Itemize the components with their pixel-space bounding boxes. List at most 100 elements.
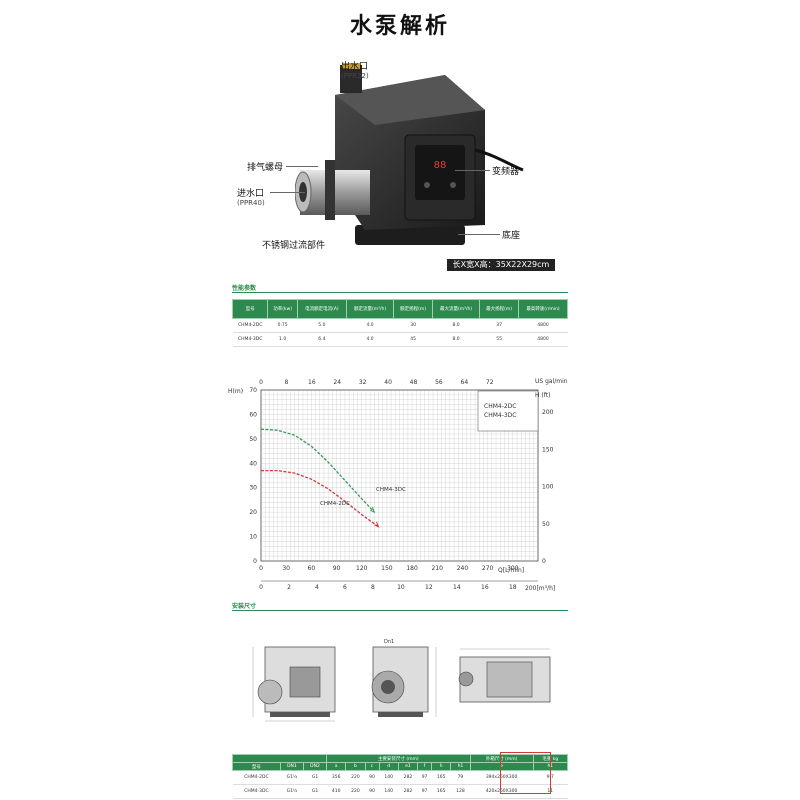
install-header-cell: c [364,762,380,771]
m3h-tick-label: 12 [425,584,433,591]
curve-annotation: CHM4-2DC [320,501,350,507]
chart-legend-box [477,390,539,432]
perf-cell: 4.0 [346,332,394,347]
packing-size-highlight [500,752,551,794]
install-header-cell: b [345,762,366,771]
inverter-label: 变频器 [492,167,520,177]
perf-cell: 1.0 [267,332,298,347]
x-tick-label: 120 [356,565,368,572]
install-cell: 140 [379,784,399,799]
perf-cell: 4800 [518,318,568,333]
install-cell: 394x260X300 [470,770,534,785]
install-cell: G1 [303,784,327,799]
m3h-tick-label: 16 [481,584,489,591]
perf-cell: 5.0 [297,318,347,333]
install-cell: CHM4-3DC [232,784,281,799]
install-cell: 282 [398,784,418,799]
install-cell: 410 [326,784,346,799]
install-cell: 79 [450,770,471,785]
x-tick-label: 180 [406,565,418,572]
install-header-cell: a [326,762,347,771]
perf-header-cell: 最高转速(r/min) [518,299,568,319]
install-section-title: 安装尺寸 [232,603,257,610]
page-title: 水泵解析 [349,14,450,39]
size-badge: 长X宽X高：35X22X29cm [447,259,555,271]
x-tick-label: 240 [457,565,469,572]
base-label: 底座 [502,231,521,241]
install-group-blank [231,754,328,763]
gal-tick-label: 72 [486,379,494,386]
top-axis-label: US gal/min [535,378,568,385]
top-view-drawing [458,648,551,703]
x-tick-label: 150 [381,565,393,572]
perf-header-cell: 型号 [231,299,269,319]
install-cell: 220 [345,784,366,799]
gal-tick-label: 40 [384,379,392,386]
gal-tick-label: 24 [333,379,341,386]
install-header-cell: f [417,762,433,771]
perf-cell: 6.4 [297,332,347,347]
x-axis-label: Q[L/min] [498,567,524,574]
series-line-CHM4-3DC [260,428,375,513]
m3h-tick-label: 2 [287,584,291,591]
side-view-drawing: Dn1 [371,639,437,717]
x-tick-label: 60 [308,565,316,572]
perf-header-cell: 最大流量(m³/h) [431,299,481,319]
series-arrow [374,521,380,528]
x-tick-label: 30 [282,565,290,572]
m3h-tick-label: 14 [453,584,461,591]
m3h-tick-label: 10 [397,584,405,591]
perf-cell: 4800 [518,332,568,347]
m3h-tick-label: 18 [509,584,517,591]
ft-tick-label: 0 [542,558,546,565]
legend-entry: CHM4-3DC [484,412,517,419]
perf-cell: 0.75 [267,318,298,333]
series-arrow [370,506,376,514]
gal-tick-label: 32 [359,379,367,386]
install-header-cell: DN2 [302,762,328,771]
install-cell: 97 [417,770,432,785]
install-cell: 220 [345,770,366,785]
gal-tick-label: 64 [461,379,469,386]
y-tick-label: 60 [249,411,257,418]
install-cell: 420x260X300 [470,784,534,799]
series-line-CHM4-2DC [261,469,379,528]
inlet-label: 进水口 (PPR40) [237,189,265,207]
install-group-main: 主要安装尺寸 (mm) [326,754,471,763]
x-tick-label: 300 [507,565,519,572]
ft-tick-label: 150 [542,446,554,453]
x-tick-label: 210 [432,565,444,572]
front-view-drawing [252,646,336,722]
install-cell: 140 [379,770,399,785]
y-tick-label: 30 [249,485,257,492]
m3h-tick-label: 6 [343,584,347,591]
pump-illustration: 88 [295,63,524,245]
y-tick-label: 40 [249,460,257,467]
install-cell: 97 [417,784,432,799]
perf-cell: CHM4-2DC [232,318,268,333]
install-cell: 128 [450,784,471,799]
install-cell: G1¼ [280,770,304,785]
ft-tick-label: 100 [542,484,554,491]
install-header-cell: 型号 [232,762,281,771]
gal-tick-label: 0 [259,379,263,386]
outlet-label: 出水口 (PPR32) [341,62,369,80]
x-tick-label: 90 [333,565,341,572]
perf-cell: 4.0 [346,318,394,333]
x-tick-label: 0 [259,565,263,572]
gal-tick-label: 16 [308,379,316,386]
install-header-cell: d [378,762,399,771]
gal-tick-label: 56 [435,379,443,386]
install-cell: 356 [326,770,346,785]
install-cell: 165 [431,770,451,785]
install-header-cell: e1 [397,762,419,771]
legend-entry: CHM4-2DC [484,403,517,410]
x-tick-label: 270 [482,565,494,572]
install-header-cell: DN1 [279,762,304,771]
y-tick-label: 20 [249,509,257,516]
install-header-cell: h1 [450,762,471,771]
